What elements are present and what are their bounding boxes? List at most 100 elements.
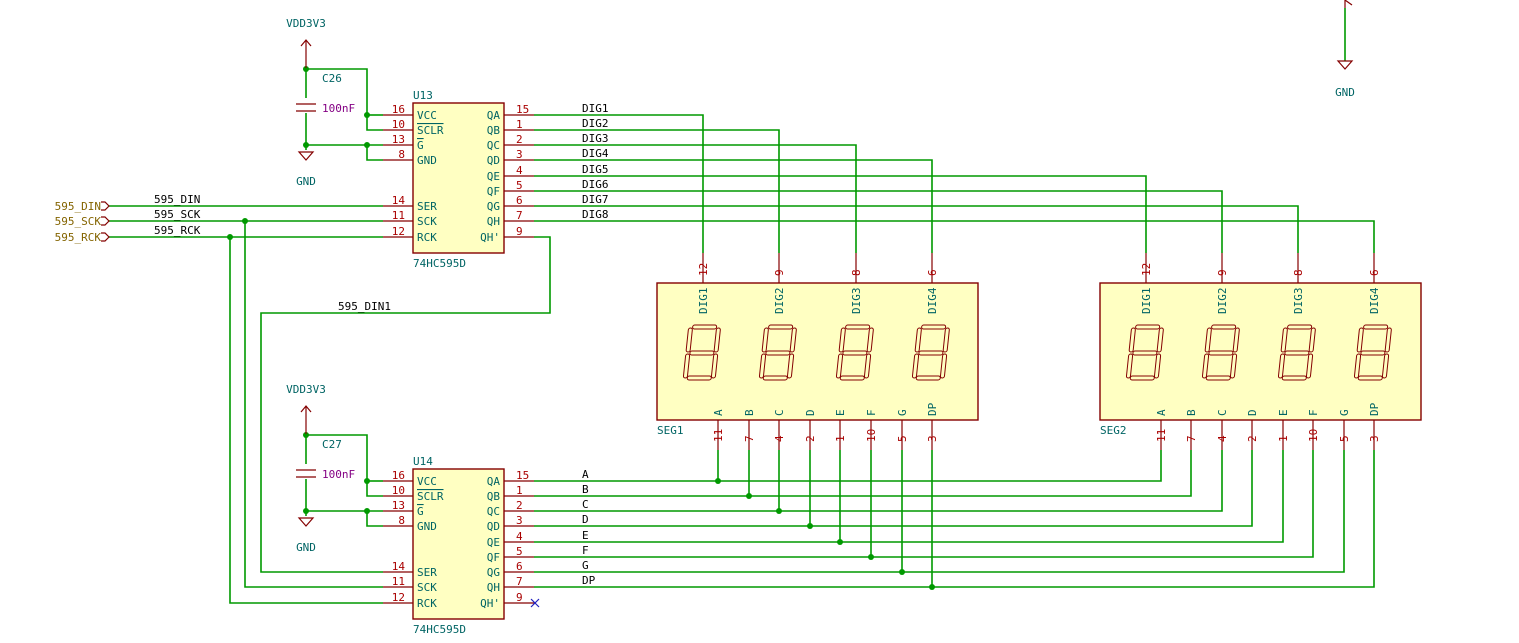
segment (1156, 327, 1164, 353)
pin-number: 8 (398, 514, 405, 527)
segment (1204, 327, 1212, 353)
pin-number: 1 (1277, 435, 1290, 442)
digit-net-wire (534, 190, 1223, 253)
pin-name: QA (487, 109, 501, 122)
junction-dot (899, 569, 905, 575)
pin-name: DIG1 (697, 288, 710, 315)
seven-segment-digit-icon (758, 324, 797, 381)
pin-number: 7 (1185, 435, 1198, 442)
pin-number: 13 (392, 133, 405, 146)
pin-number: 9 (773, 269, 786, 276)
symbols-layer (101, 0, 1422, 620)
pin-name: F (865, 409, 878, 416)
pin-name: G (417, 505, 424, 518)
digit-net-wire (534, 129, 780, 253)
junction-dot (364, 478, 370, 484)
digit-net-wire (534, 159, 933, 253)
seven-segment-digit-icon (1353, 324, 1392, 381)
vdd-arrow-icon (300, 39, 312, 47)
shift-register-body (412, 102, 505, 254)
pin-name: SER (417, 200, 437, 213)
pin-name: D (804, 409, 817, 416)
pin-name: QF (487, 185, 500, 198)
pin-name: QD (487, 154, 500, 167)
net-label-digit: DIG1 (582, 102, 609, 115)
net-label-rck: 595_RCK (154, 224, 201, 237)
pin-name: DIG3 (850, 288, 863, 315)
segment (1287, 324, 1313, 330)
segment-net-wire (534, 450, 1253, 527)
segment (1277, 353, 1286, 379)
pin-number: 3 (1368, 435, 1381, 442)
segment (939, 353, 948, 379)
net-label-din: 595_DIN (154, 193, 200, 206)
pin-number: 15 (516, 469, 529, 482)
segment-net-wire (534, 450, 1223, 512)
segment-net-wire (534, 450, 1192, 497)
segment (692, 324, 718, 330)
pin-name: SCLR (417, 490, 444, 503)
pin-name: A (712, 409, 725, 416)
junction-dot (868, 554, 874, 560)
pin-number: 12 (697, 263, 710, 276)
segment-net-wire (534, 450, 1375, 588)
segment (911, 353, 920, 379)
global-label-rck: 595_RCK (55, 231, 102, 244)
segment (762, 375, 788, 381)
pin-number: 2 (516, 499, 523, 512)
pin-number: 4 (773, 435, 786, 442)
net-label-segment: E (582, 529, 589, 542)
net-label-digit: DIG2 (582, 117, 609, 130)
pin-name: DIG4 (1368, 287, 1381, 314)
segment (1129, 375, 1155, 381)
seven-segment-digit-icon (1277, 324, 1316, 381)
segment (863, 353, 872, 379)
pin-number: 7 (516, 575, 523, 588)
pin-number: 1 (834, 435, 847, 442)
pin-name: DIG1 (1140, 288, 1153, 315)
segment (1211, 324, 1237, 330)
segment (710, 353, 719, 379)
pin-number: 14 (392, 194, 406, 207)
segment (1229, 353, 1238, 379)
pin-number: 12 (392, 591, 405, 604)
gnd-symbol-icon (297, 517, 315, 527)
pin-name: QH (487, 581, 500, 594)
pin-number: 16 (392, 469, 405, 482)
junction-dot (303, 142, 309, 148)
wire (244, 221, 383, 588)
vdd-arrow-icon (300, 405, 312, 413)
pin-number: 6 (1368, 269, 1381, 276)
wire (229, 237, 383, 604)
pin-number: 13 (392, 499, 405, 512)
segment (713, 327, 721, 353)
shift-register-body (412, 468, 505, 620)
pin-number: 5 (516, 545, 523, 558)
pin-number: 8 (1292, 269, 1305, 276)
seven-segment-digit-icon (682, 324, 721, 381)
gnd-label-1: GND (296, 541, 316, 554)
pin-name: RCK (417, 231, 437, 244)
net-label-segment: C (582, 498, 589, 511)
digit-net-wire (534, 205, 1299, 253)
segment (1305, 353, 1314, 379)
pin-number: 14 (392, 560, 406, 573)
segment (1281, 375, 1307, 381)
pin-name: DP (1368, 402, 1381, 416)
pin-number: 9 (516, 225, 523, 238)
wire (260, 236, 551, 573)
segment (1205, 375, 1231, 381)
pin-name: DIG4 (926, 287, 939, 314)
pin-number: 7 (743, 435, 756, 442)
junction-dot (746, 493, 752, 499)
partial-symbol (1344, 0, 1353, 6)
shift-register-ref: U13 (413, 89, 433, 102)
pin-number: 4 (516, 164, 523, 177)
pin-number: 4 (516, 530, 523, 543)
global-label-arrow-icon (101, 216, 110, 226)
segment (1153, 353, 1162, 379)
pin-name: QG (487, 200, 500, 213)
junction-dot (364, 508, 370, 514)
